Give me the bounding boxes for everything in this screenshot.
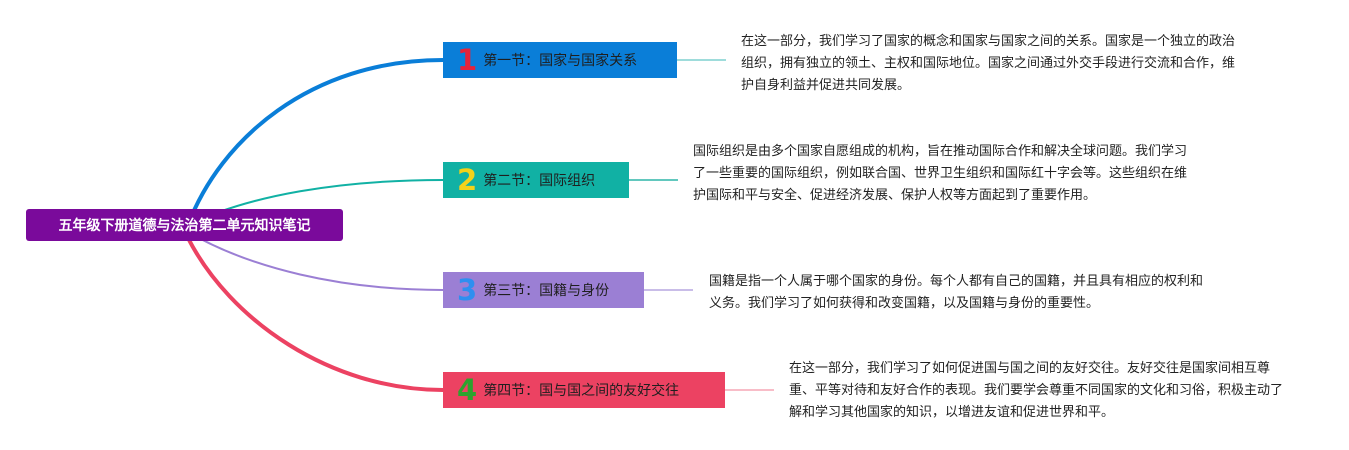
branch-description-3: 国籍是指一个人属于哪个国家的身份。每个人都有自己的国籍，并且具有相应的权利和义务… (709, 274, 1204, 311)
branch-node-2[interactable]: 2 第二节：国际组织 (443, 162, 629, 198)
root-node[interactable]: 五年级下册道德与法治第二单元知识笔记 (26, 209, 343, 241)
branch-number-3: 3 (457, 272, 478, 307)
branch-node-4[interactable]: 4 第四节：国与国之间的友好交往 (443, 372, 725, 408)
connector-branch-3 (187, 231, 444, 291)
branch-label-2: 第二节：国际组织 (483, 173, 596, 189)
branch-node-3[interactable]: 3 第三节：国籍与身份 (443, 272, 644, 308)
branch-label-3: 第三节：国籍与身份 (483, 283, 610, 299)
connector-branch-1 (186, 58, 444, 226)
branch-label-4: 第四节：国与国之间的友好交往 (483, 383, 680, 399)
branch-description-4: 在这一部分，我们学习了如何促进国与国之间的友好交往。友好交往是国家间相互尊重、平… (789, 361, 1284, 420)
branch-number-2: 2 (457, 162, 478, 197)
branch-description-2: 国际组织是由多个国家自愿组成的机构，旨在推动国际合作和解决全球问题。我们学习了一… (693, 144, 1188, 203)
branch-node-1[interactable]: 1 第一节：国家与国家关系 (443, 42, 677, 78)
connector-branch-4 (186, 237, 444, 392)
branch-description-1: 在这一部分，我们学习了国家的概念和国家与国家之间的关系。国家是一个独立的政治组织… (741, 34, 1236, 93)
branch-number-1: 1 (457, 42, 478, 77)
branch-label-1: 第一节：国家与国家关系 (483, 53, 638, 69)
branch-number-4: 4 (457, 372, 478, 407)
